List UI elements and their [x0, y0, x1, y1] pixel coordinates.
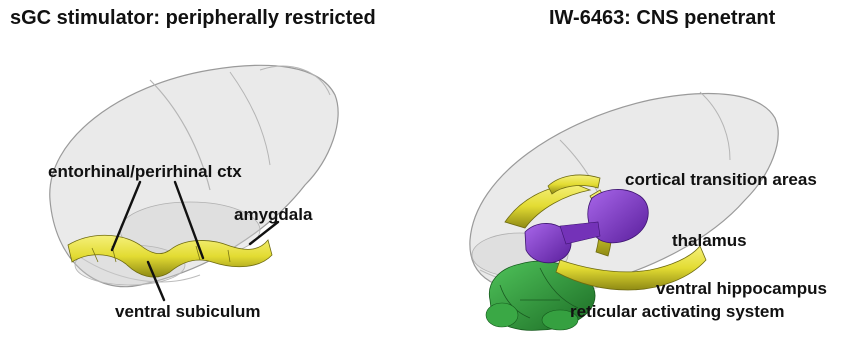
label-reticular-activating-system: reticular activating system: [570, 303, 784, 320]
label-ventral-subiculum: ventral subiculum: [115, 303, 260, 320]
label-amygdala: amygdala: [234, 206, 312, 223]
left-panel-title: sGC stimulator: peripherally restricted: [10, 8, 376, 28]
label-cortical-transition-areas: cortical transition areas: [625, 171, 817, 188]
label-ventral-hippocampus: ventral hippocampus: [656, 280, 827, 297]
label-thalamus: thalamus: [672, 232, 747, 249]
right-panel-title: IW-6463: CNS penetrant: [549, 8, 775, 28]
label-entorhinal-perirhinal: entorhinal/perirhinal ctx: [48, 163, 242, 180]
